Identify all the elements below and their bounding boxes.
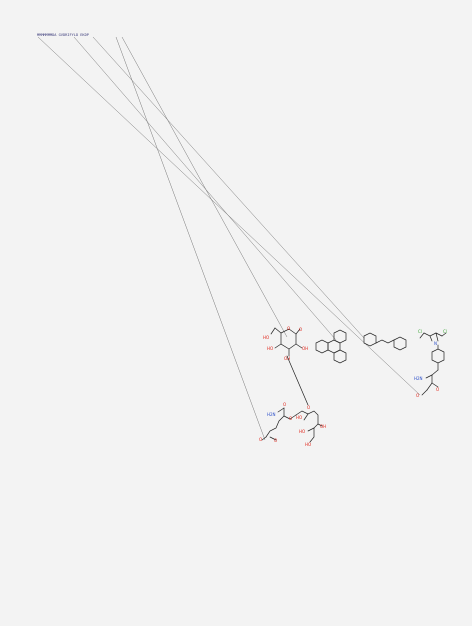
bond (421, 389, 428, 396)
bond (289, 414, 297, 420)
ester-oxygen-label: O (259, 437, 262, 442)
link-line (73, 36, 337, 341)
sequence-text: MMMMMMMDA GVDRIFYLD EKDP (37, 33, 89, 37)
bond (274, 343, 282, 349)
bond (303, 413, 309, 421)
bond (431, 382, 439, 388)
ester-oxygen-label: O (289, 416, 292, 421)
hydroxyl-label: OH (320, 424, 326, 429)
oxygen-label: O (299, 327, 302, 332)
hydroxyl-label: OH (302, 346, 308, 351)
hydroxyl-label: HO (305, 442, 311, 447)
chlorine-label: Cl (418, 329, 422, 334)
hydroxyl-label: OH (284, 356, 290, 361)
carbonyl-oxygen-label: O (283, 402, 286, 407)
connection-lines (37, 36, 421, 441)
bond (429, 335, 433, 342)
bond (441, 332, 447, 337)
bond (425, 374, 433, 379)
left-ring (315, 339, 329, 354)
upper-ring (333, 329, 347, 344)
bond (295, 343, 303, 349)
bond (277, 407, 285, 413)
bond (307, 427, 315, 432)
bond (317, 423, 323, 427)
lower-ring (333, 349, 347, 364)
ring-oxygen-label: O (287, 326, 290, 331)
glycosidic-link (286, 355, 309, 406)
phenyl-ring (431, 348, 445, 364)
phenyl-ring-b (393, 336, 407, 351)
bond (435, 332, 443, 337)
link-line (121, 36, 288, 338)
bond (261, 436, 267, 441)
carbonyl-oxygen-label: O (436, 387, 439, 392)
bond (295, 328, 301, 335)
hydroxyl-label: HO (263, 335, 269, 340)
nitrogen-label: N (434, 341, 437, 346)
bond (269, 436, 277, 441)
bond (435, 332, 439, 342)
glucose-ring (280, 328, 297, 350)
ester-oxygen-label: O (416, 393, 419, 398)
glutamate-ester-structure: H2N O O O O O HO OH HO HO (259, 355, 326, 447)
bond (283, 415, 291, 420)
bond (270, 327, 276, 335)
amine-label: H2N (267, 412, 276, 417)
phenyl-ring-a (363, 332, 377, 347)
amine-label: H2N (414, 376, 423, 381)
link-line (92, 36, 365, 339)
sugar-chain (295, 410, 319, 443)
chlorine-label: Cl (443, 329, 447, 334)
hydroxyl-label: HO (296, 415, 302, 420)
stilbene-structure (363, 332, 407, 351)
hydroxyl-label: HO (267, 346, 273, 351)
bond (419, 332, 425, 339)
bond (274, 327, 282, 334)
backbone (265, 407, 285, 438)
melphalan-structure: Cl Cl N H2N O O (414, 329, 447, 398)
bond (426, 382, 433, 391)
carbonyl-oxygen-label: O (274, 438, 277, 443)
oxygen-label: O (307, 405, 310, 410)
vinyl-bridge (375, 339, 395, 344)
protein-sequence: MMMMMMMDA GVDRIFYLD EKDP (37, 33, 89, 37)
bond (431, 369, 439, 376)
glucose-structure: O HO HO OH OH O (263, 326, 308, 361)
bond (423, 332, 437, 337)
hydroxyl-label: HO (299, 429, 305, 434)
link-line (115, 36, 266, 441)
triphenylene-structure (315, 329, 347, 364)
